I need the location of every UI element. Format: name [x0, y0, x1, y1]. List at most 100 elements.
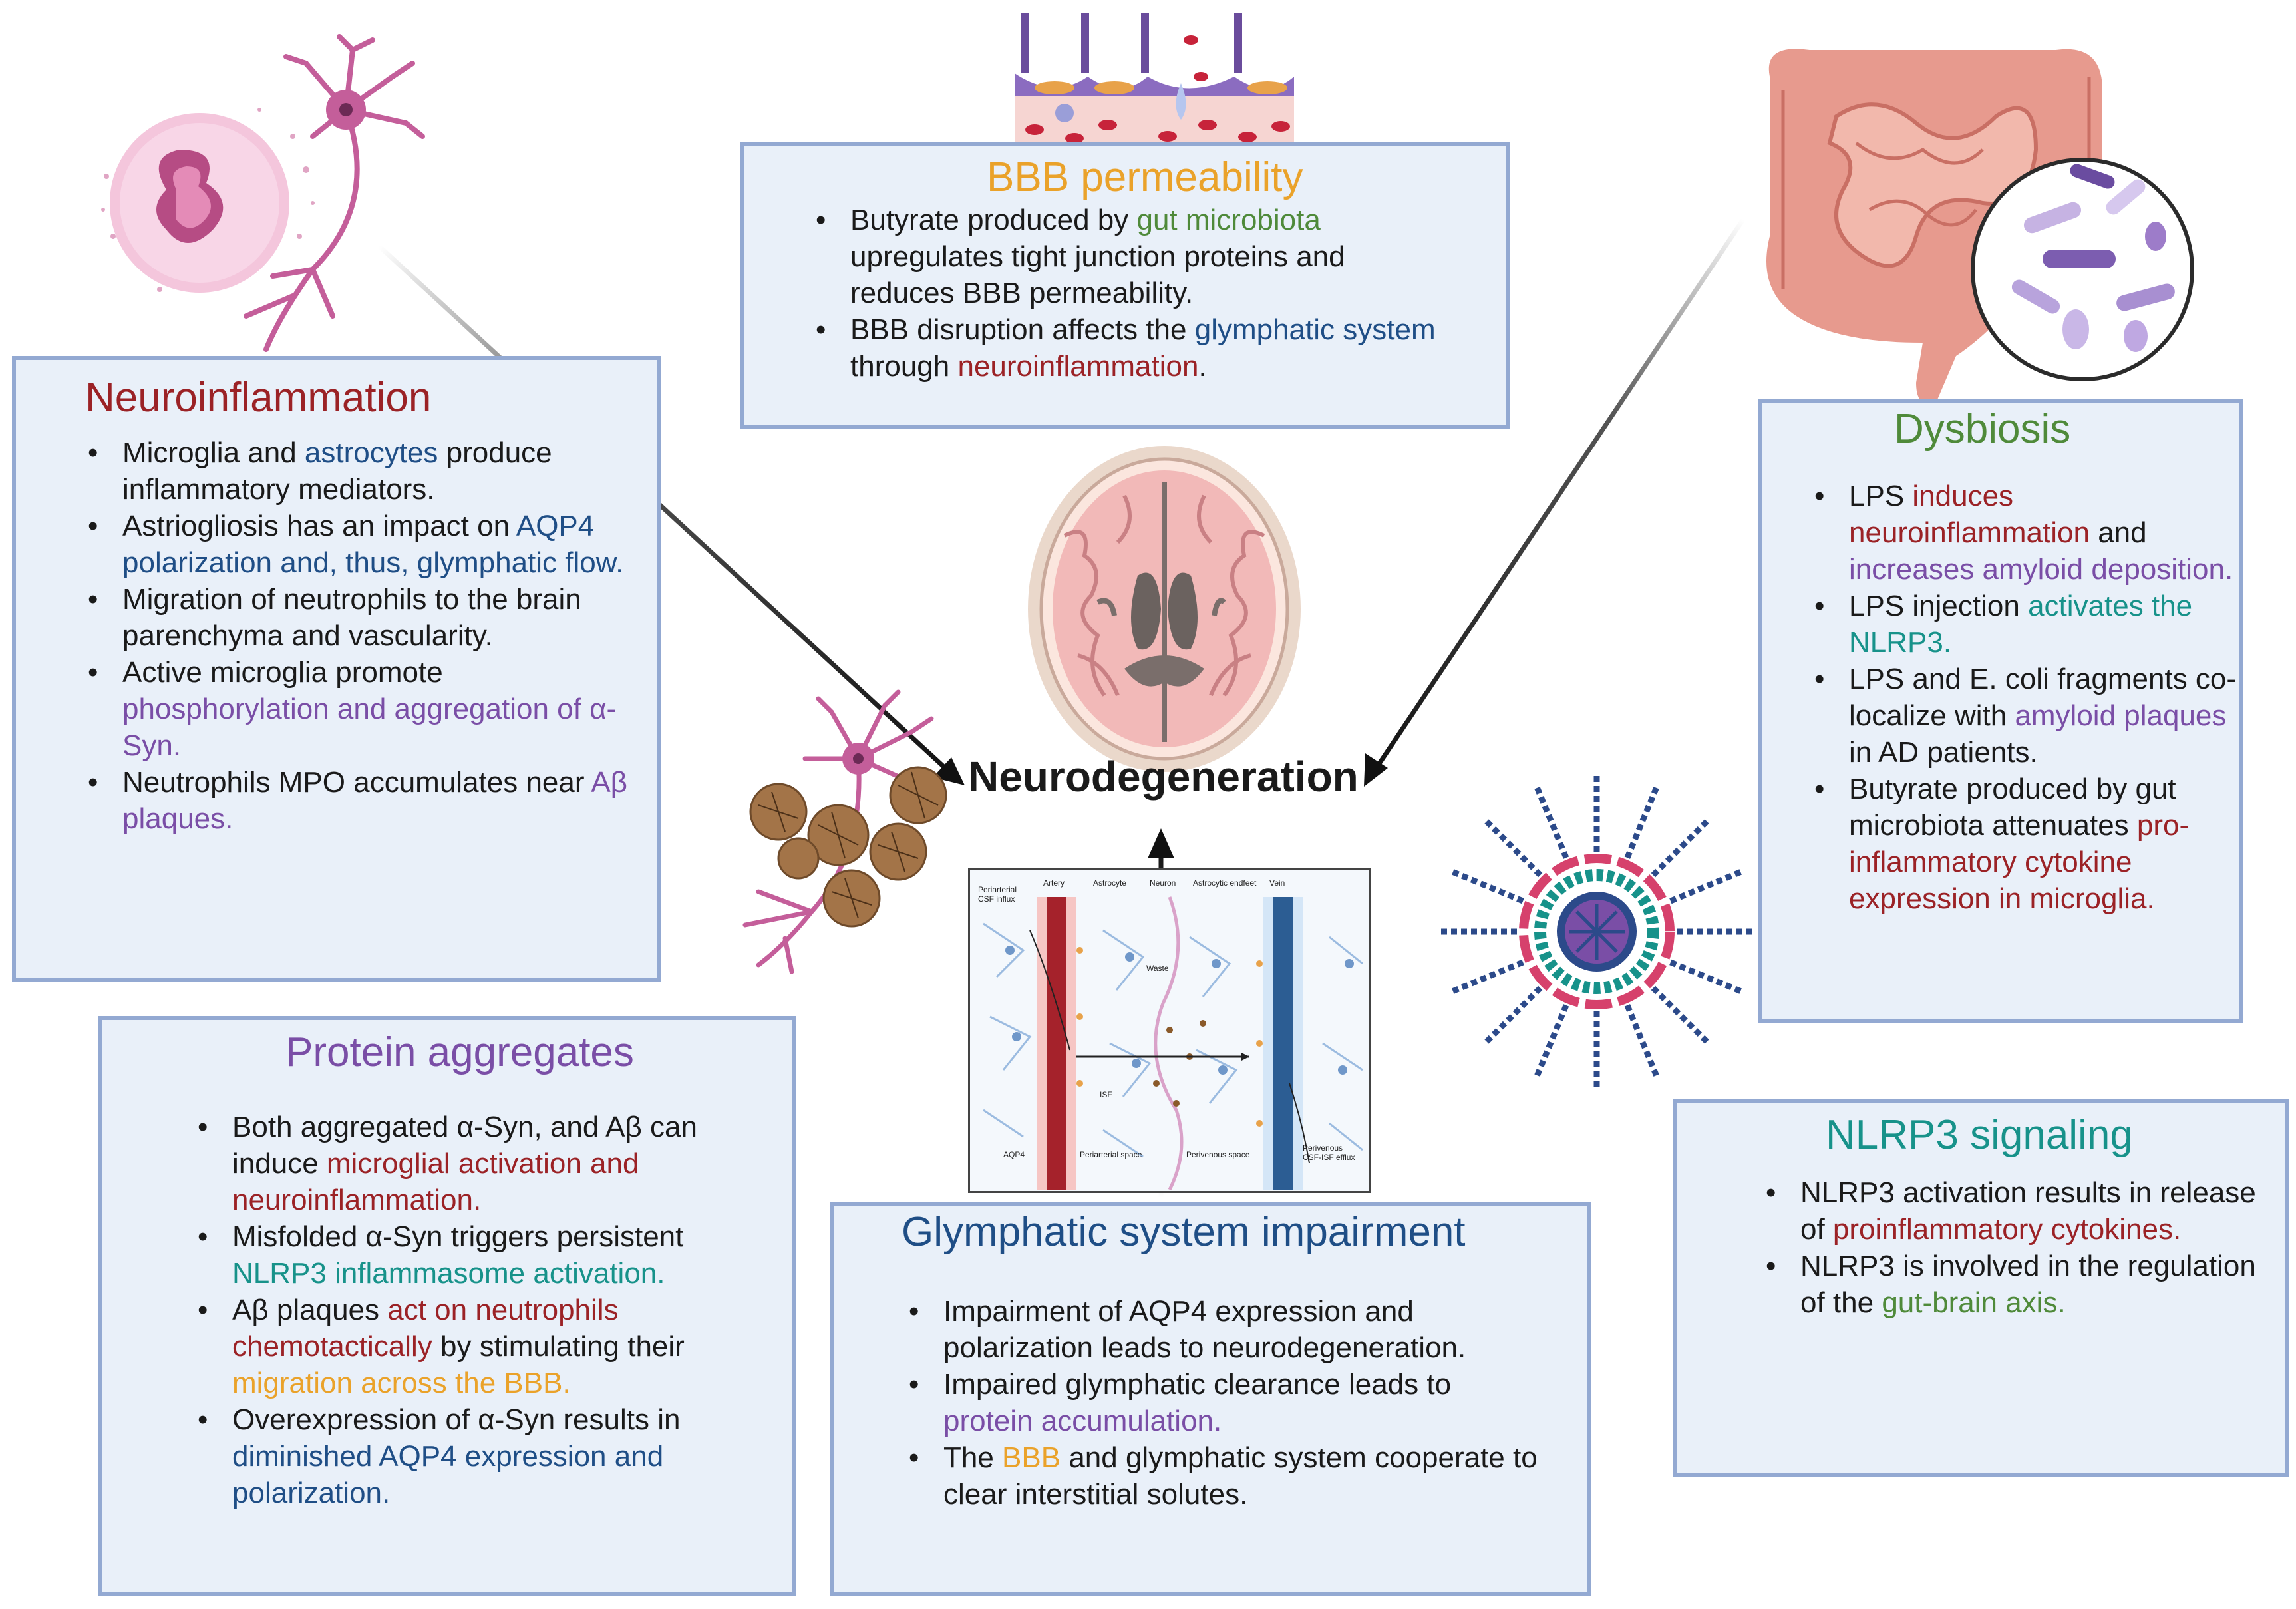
- protein-bullet-3: Aβ plaques act on neutrophils chemotacti…: [198, 1292, 778, 1401]
- glymphatic-schematic-drawing: [983, 896, 1363, 1191]
- inflammasome-spoke: [1624, 1004, 1660, 1077]
- arrowhead-up: [1148, 828, 1174, 858]
- neuro-bullet-1: Microglia and astrocytes produce inflamm…: [88, 435, 648, 508]
- neuroinflammation-panel: Neuroinflammation Microglia and astrocyt…: [12, 356, 661, 982]
- bbb-b2-text-mid: through: [850, 350, 958, 383]
- inflammasome-spoke: [1484, 985, 1543, 1045]
- dys-bullet-4: Butyrate produced by gut microbiota atte…: [1814, 771, 2238, 917]
- protein-b3-text-mid: by stimulating their: [432, 1330, 685, 1363]
- glymphatic-b2-highlight: protein accumulation.: [943, 1405, 1222, 1437]
- glymphatic-bullet-3: The BBB and glymphatic system cooperate …: [909, 1439, 1542, 1513]
- glymphatic-impairment-panel: Glymphatic system impairment Impairment …: [830, 1202, 1591, 1596]
- dys-b4-text: Butyrate produced by gut microbiota atte…: [1849, 773, 2176, 842]
- label-astrocyte: Astrocyte: [1093, 878, 1127, 888]
- label-artery: Artery: [1043, 878, 1065, 888]
- protein-b1-text: Both aggregated α-Syn, and Aβ can induce: [232, 1111, 697, 1180]
- glymphatic-b3-text: The: [943, 1441, 1003, 1474]
- glymphatic-b3-highlight: BBB: [1002, 1441, 1061, 1474]
- dys-bullet-1: LPS induces neuroinflammation and increa…: [1814, 478, 2238, 588]
- glymphatic-b2-text: Impaired glymphatic clearance leads to: [943, 1368, 1452, 1401]
- nlrp3-signaling-panel: NLRP3 signaling NLRP3 activation results…: [1673, 1099, 2289, 1477]
- inflammasome-spoke: [1651, 985, 1710, 1045]
- glymphatic-bullet-list: Impairment of AQP4 expression and polari…: [909, 1293, 1542, 1513]
- inflammasome-spoke: [1534, 1004, 1569, 1077]
- dys-b1-highlight-1: induces neuroinflammation: [1849, 480, 2090, 549]
- neutrophil-neuron-illustration: [101, 34, 425, 352]
- nlrp3-b1-text: NLRP3 activation results in release of: [1800, 1176, 2256, 1246]
- glymphatic-b3-text-end: and glymphatic system cooperate to clear…: [943, 1441, 1538, 1511]
- bbb-permeability-panel: BBB permeability Butyrate produced by gu…: [740, 142, 1510, 429]
- bbb-b1-text: Butyrate produced by: [850, 204, 1137, 236]
- dys-b2-highlight: activates the NLRP3.: [1849, 590, 2193, 659]
- inflammasome-spoke: [1451, 868, 1524, 904]
- bbb-b1-text-end: upregulates tight junction proteins and …: [850, 240, 1345, 309]
- protein-aggregates-title: Protein aggregates: [285, 1029, 634, 1075]
- label-aqp4: AQP4: [1003, 1150, 1025, 1159]
- bbb-bullet-2: BBB disruption affects the glymphatic sy…: [816, 311, 1449, 385]
- dys-b1-text-mid: and: [2089, 516, 2147, 549]
- bbb-bullet-1: Butyrate produced by gut microbiota upre…: [816, 202, 1449, 311]
- nlrp3-signaling-title: NLRP3 signaling: [1826, 1112, 2133, 1158]
- neuro-b4-highlight: phosphorylation and aggregation of α-Syn…: [122, 693, 617, 762]
- protein-b2-text: Misfolded α-Syn triggers persistent: [232, 1220, 684, 1253]
- neuro-bullet-5: Neutrophils MPO accumulates near Aβ plaq…: [88, 764, 648, 837]
- neuron-amyloid-plaques-illustration: [742, 689, 947, 974]
- dysbiosis-bullet-list: LPS induces neuroinflammation and increa…: [1814, 478, 2238, 917]
- protein-b3-highlight-1: act on neutrophils chemotactically: [232, 1294, 619, 1363]
- inflammasome-spoke: [1669, 959, 1742, 995]
- arrowhead-right: [1364, 753, 1388, 787]
- inflammasome-spoke: [1651, 818, 1710, 878]
- protein-bullet-1: Both aggregated α-Syn, and Aβ can induce…: [198, 1109, 778, 1218]
- bbb-b2-text-end: .: [1198, 350, 1207, 383]
- protein-b4-highlight: diminished AQP4 expression and polarizat…: [232, 1440, 664, 1509]
- neuroinflammation-bullet-list: Microglia and astrocytes produce inflamm…: [88, 435, 648, 837]
- dys-b1-highlight-2: increases amyloid deposition.: [1849, 553, 2233, 586]
- label-periarterial-influx: Periarterial CSF influx: [978, 885, 1017, 904]
- glymphatic-impairment-title: Glymphatic system impairment: [902, 1209, 1466, 1255]
- inflammasome-spoke: [1484, 818, 1543, 878]
- glymphatic-schematic: Periarterial CSF influx Artery Astrocyte…: [968, 868, 1371, 1193]
- dys-b1-text: LPS: [1849, 480, 1913, 512]
- label-vein: Vein: [1269, 878, 1285, 888]
- protein-aggregates-panel: Protein aggregates Both aggregated α-Syn…: [98, 1016, 796, 1596]
- nlrp3-bullet-list: NLRP3 activation results in release of p…: [1766, 1174, 2279, 1321]
- label-perivenous-efflux: Perivenous CSF-ISF efflux: [1303, 1143, 1355, 1162]
- dys-b3-text: LPS and E. coli fragments co-localize wi…: [1849, 663, 2237, 732]
- neuro-b4-text: Active microglia promote: [122, 656, 443, 689]
- bbb-b2-highlight-1: glymphatic system: [1194, 313, 1436, 346]
- dysbiosis-panel: Dysbiosis LPS induces neuroinflammation …: [1758, 399, 2243, 1023]
- nlrp3-inflammasome-illustration: [1440, 775, 1753, 1088]
- neurodegeneration-label: Neurodegeneration: [968, 753, 1359, 801]
- bbb-b2-text: BBB disruption affects the: [850, 313, 1195, 346]
- neuro-b2-highlight: AQP4 polarization and, thus, glymphatic …: [122, 510, 624, 579]
- neuro-bullet-2: Astriogliosis has an impact on AQP4 pola…: [88, 508, 648, 581]
- glymphatic-bullet-2: Impaired glymphatic clearance leads to p…: [909, 1366, 1542, 1439]
- dys-bullet-3: LPS and E. coli fragments co-localize wi…: [1814, 661, 2238, 771]
- bbb-vessel-illustration: [1015, 13, 1294, 146]
- neuro-bullet-3: Migration of neutrophils to the brain pa…: [88, 581, 648, 654]
- dys-bullet-2: LPS injection activates the NLRP3.: [1814, 588, 2238, 661]
- dys-b4-highlight: pro-inflammatory cytokine expression in …: [1849, 809, 2190, 915]
- neuro-bullet-4: Active microglia promote phosphorylation…: [88, 654, 648, 764]
- gut-microbiota-illustration: [1766, 49, 2194, 405]
- protein-bullet-list: Both aggregated α-Syn, and Aβ can induce…: [198, 1109, 778, 1511]
- label-isf: ISF: [1100, 1090, 1112, 1099]
- neuro-b2-text: Astriogliosis has an impact on: [122, 510, 516, 542]
- neuroinflammation-title: Neuroinflammation: [85, 375, 432, 421]
- inflammasome-spoke: [1534, 786, 1569, 859]
- dys-b3-highlight: amyloid plaques: [2015, 699, 2227, 732]
- label-perivenous-space: Perivenous space: [1186, 1150, 1250, 1159]
- neuro-b3-text: Migration of neutrophils to the brain pa…: [122, 583, 581, 652]
- dysbiosis-title: Dysbiosis: [1894, 406, 2071, 452]
- inflammasome-spoke: [1669, 868, 1742, 904]
- label-waste: Waste: [1146, 964, 1169, 973]
- protein-bullet-4: Overexpression of α-Syn results in dimin…: [198, 1401, 778, 1511]
- neuro-b5-text: Neutrophils MPO accumulates near: [122, 766, 591, 799]
- glymphatic-bullet-1: Impairment of AQP4 expression and polari…: [909, 1293, 1542, 1366]
- protein-b4-text: Overexpression of α-Syn results in: [232, 1403, 681, 1436]
- neuro-b1-text-end: produce inflammatory mediators.: [122, 437, 552, 506]
- neuro-b1-text: Microglia and: [122, 437, 305, 469]
- label-astrocytic-endfeet: Astrocytic endfeet: [1193, 878, 1257, 888]
- label-periarterial-space: Periarterial space: [1080, 1150, 1142, 1159]
